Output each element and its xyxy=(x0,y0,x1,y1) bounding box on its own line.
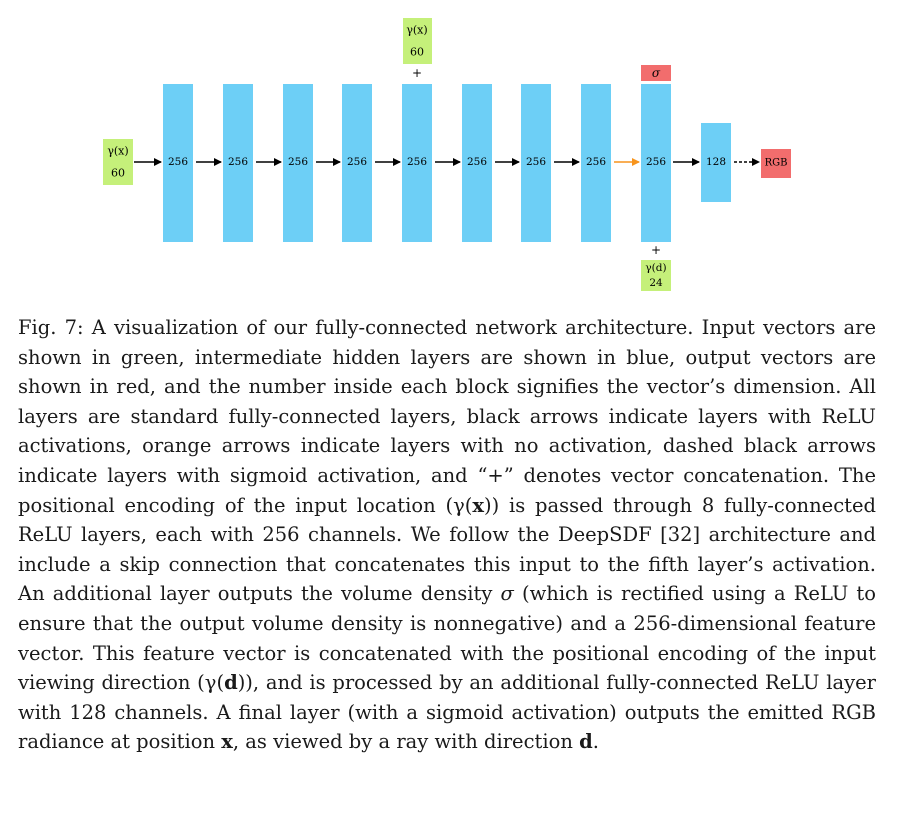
caption-text-1: A visualization of our fully-connected n… xyxy=(18,316,876,517)
hidden-layer-7 xyxy=(521,84,551,242)
hidden-layer-6-dim: 256 xyxy=(467,156,487,168)
dir-concat-plus: + xyxy=(651,243,661,257)
network-architecture-diagram: γ(x) 60 256 256 256 256 256 256 256 256 256 γ(x) 60 +… xyxy=(103,18,791,291)
hidden-layer-8-dim: 256 xyxy=(586,156,606,168)
caption-text-6: . xyxy=(592,730,599,754)
caption-bold-direction-d: d xyxy=(579,730,593,754)
hidden-layer-9 xyxy=(641,84,671,242)
caption-text-5: , as viewed by a ray with direction xyxy=(232,730,580,754)
figure-caption: Fig. 7: A visualization of our fully-con… xyxy=(18,313,876,757)
caption-bold-x: x xyxy=(472,493,484,517)
hidden-layer-6 xyxy=(462,84,492,242)
hidden-layer-5 xyxy=(402,84,432,242)
hidden-layer-8 xyxy=(581,84,611,242)
skip-input-x-label: γ(x) xyxy=(406,24,427,37)
hidden-layer-3-dim: 256 xyxy=(288,156,308,168)
hidden-layer-1-dim: 256 xyxy=(168,156,188,168)
skip-input-x-block xyxy=(403,18,432,64)
hidden-layer-2-dim: 256 xyxy=(228,156,248,168)
hidden-layer-2 xyxy=(223,84,253,242)
hidden-layer-9-dim: 256 xyxy=(646,156,666,168)
dir-hidden-layer xyxy=(701,123,731,202)
dir-hidden-layer-dim: 128 xyxy=(706,156,726,168)
caption-bold-position-x: x xyxy=(221,730,233,754)
skip-input-x-dim: 60 xyxy=(410,46,424,59)
hidden-layer-7-dim: 256 xyxy=(526,156,546,168)
rgb-label: RGB xyxy=(765,158,788,169)
hidden-layer-3 xyxy=(283,84,313,242)
caption-text-4: )), and is processed by an additional fu… xyxy=(18,671,876,754)
caption-text-2: )) is passed through 8 fully-connected R… xyxy=(18,493,876,606)
input-d-label: γ(d) xyxy=(645,262,666,274)
sigma-label: σ xyxy=(652,66,661,80)
caption-text-3: (which is rectified using a ReLU to ensu… xyxy=(18,582,876,695)
hidden-layer-1 xyxy=(163,84,193,242)
hidden-layer-4-dim: 256 xyxy=(347,156,367,168)
input-x-dim: 60 xyxy=(111,167,125,180)
hidden-layer-4 xyxy=(342,84,372,242)
figure-label: Fig. 7: xyxy=(18,316,84,339)
input-d-dim: 24 xyxy=(649,277,663,289)
hidden-layer-5-dim: 256 xyxy=(407,156,427,168)
input-d-block xyxy=(641,260,671,291)
input-x-label: γ(x) xyxy=(107,145,128,158)
caption-bold-d: d xyxy=(224,671,238,695)
caption-sigma: σ xyxy=(500,582,514,606)
input-x-block xyxy=(103,139,133,185)
sigma-output-block xyxy=(641,65,671,81)
skip-concat-plus: + xyxy=(412,66,422,80)
rgb-output-block xyxy=(761,149,791,178)
